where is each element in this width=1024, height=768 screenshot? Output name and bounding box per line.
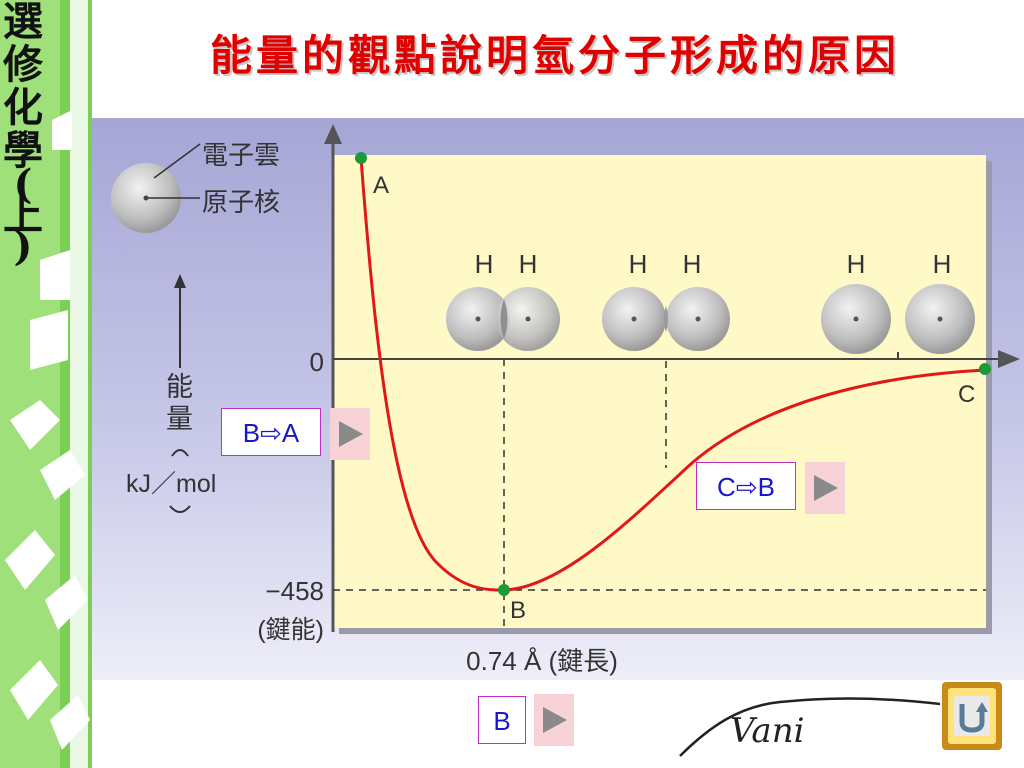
play-b-button[interactable] <box>534 694 574 746</box>
sidebar-title-char: 修 <box>3 41 43 88</box>
sidebar-pattern <box>5 0 92 768</box>
point-c-label: C <box>958 381 975 408</box>
atom-label: H <box>629 249 648 279</box>
nucleus-dot <box>695 316 701 322</box>
page-title: 能量的觀點說明氫分子形成的原因 <box>209 31 900 80</box>
return-arrow-head-icon <box>976 702 988 712</box>
bond-energy-note: (鍵能) <box>257 616 324 644</box>
signature-swoosh <box>679 697 941 757</box>
energy-arrow-head <box>174 274 186 288</box>
nucleus-dot <box>853 316 859 322</box>
play-b-to-a-button[interactable] <box>330 408 370 460</box>
orbital-overlap <box>500 299 508 339</box>
atom-legend: 電子雲 原子核 <box>111 141 280 233</box>
atom-pair-overlap: H H <box>446 249 560 351</box>
return-button[interactable] <box>940 680 1004 752</box>
atom-pair-touching: H H <box>602 249 730 351</box>
nucleus-label: 原子核 <box>202 188 280 218</box>
point-b-label: B <box>510 597 526 624</box>
b-button[interactable]: B <box>478 696 526 744</box>
y-unit-paren-open <box>171 449 189 457</box>
energy-chart: A B C H H H H H H <box>111 124 1020 676</box>
orbital-overlap <box>664 306 668 332</box>
point-b-marker <box>498 584 510 596</box>
zero-tick-label: 0 <box>310 347 324 377</box>
c-to-b-button[interactable]: C⇨B <box>696 462 796 510</box>
sidebar-title: 選 修 化 學 ( 上 ) <box>0 0 46 270</box>
point-c-marker <box>979 363 991 375</box>
x-axis-arrow <box>998 350 1020 368</box>
atom-label: H <box>475 249 494 279</box>
y-unit-paren-close <box>169 505 191 513</box>
sidebar: 選 修 化 學 ( 上 ) <box>0 0 92 768</box>
y-label-char: 能 <box>166 372 193 403</box>
point-a-marker <box>355 152 367 164</box>
b-to-a-button[interactable]: B⇨A <box>221 408 321 456</box>
signature-logo: Vani <box>679 697 941 757</box>
signature-text: Vani <box>730 711 804 751</box>
y-label-char: 量 <box>166 404 193 435</box>
energy-diagram: A B C H H H H H H <box>92 118 1024 680</box>
potential-energy-curve <box>359 157 987 592</box>
atom-label: H <box>847 249 866 279</box>
return-arrow-icon <box>959 704 985 733</box>
bond-length-label: 0.74 Å (鍵長) <box>466 646 618 676</box>
legend-nucleus-dot <box>143 195 149 201</box>
atom-label: H <box>933 249 952 279</box>
electron-cloud-label: 電子雲 <box>202 141 280 171</box>
nucleus-dot <box>525 316 531 322</box>
atom-label: H <box>519 249 538 279</box>
nucleus-dot <box>937 316 943 322</box>
bond-energy-value: −458 <box>265 576 324 606</box>
atom-label: H <box>683 249 702 279</box>
point-a-label: A <box>373 172 389 199</box>
atom-pair-separated: H H <box>821 249 975 354</box>
nucleus-dot <box>631 316 637 322</box>
sidebar-title-char: 選 <box>3 0 43 45</box>
sidebar-title-char: 上 <box>3 192 43 239</box>
play-c-to-b-button[interactable] <box>805 462 845 514</box>
plot-area <box>333 155 986 628</box>
sidebar-title-char: 學 <box>3 127 43 174</box>
sidebar-title-char: ) <box>13 223 33 270</box>
sidebar-title-char: ( <box>13 161 33 208</box>
y-axis-arrow <box>324 124 342 144</box>
y-unit: kJ／mol <box>126 470 216 498</box>
electron-cloud-pointer <box>153 143 201 179</box>
sidebar-title-char: 化 <box>3 84 43 131</box>
nucleus-dot <box>475 316 481 322</box>
